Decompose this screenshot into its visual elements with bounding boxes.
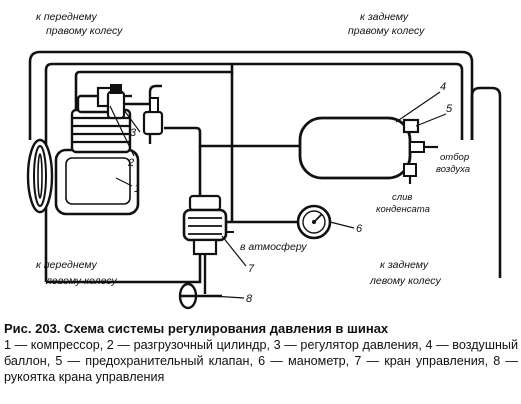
- label-rear-left-2: левому колесу: [369, 275, 441, 287]
- pipe-to-balloon: [164, 126, 300, 148]
- safety-valve: [402, 118, 420, 134]
- label-drain-1: слив: [392, 192, 412, 203]
- pipe-bottom: [46, 254, 202, 284]
- number-3: 3: [130, 127, 137, 139]
- label-front-right-1: к переднему: [36, 11, 97, 23]
- figure-caption: Рис. 203. Схема системы регулирования да…: [4, 321, 518, 385]
- label-rear-right-1: к заднему: [360, 11, 409, 23]
- pipe-network: [28, 50, 502, 284]
- leader-lines: [109, 91, 447, 299]
- number-8: 8: [246, 293, 253, 305]
- label-atmosphere: в атмосферу: [240, 241, 307, 253]
- air-balloon: [298, 116, 438, 184]
- label-rear-left-1: к заднему: [380, 259, 429, 271]
- label-air-outlet-2: воздуха: [436, 164, 470, 175]
- pipe-top-inner: [44, 62, 464, 282]
- label-rear-right-2: правому колесу: [348, 25, 425, 37]
- label-air-outlet-1: отбор: [440, 152, 469, 163]
- pipe-compressor-top: [74, 64, 234, 118]
- caption-body: 1 — компрессор, 2 — разгрузочный цилиндр…: [4, 338, 518, 384]
- tire-pressure-diagram: к переднему правому колесу к заднему пра…: [26, 11, 502, 310]
- regulator-valve: [142, 97, 164, 144]
- number-2: 2: [127, 157, 134, 169]
- number-1: 1: [134, 183, 140, 195]
- number-5: 5: [446, 103, 453, 115]
- label-front-left-2: левому колесу: [45, 275, 117, 287]
- caption-title: Рис. 203. Схема системы регулирования да…: [4, 321, 389, 336]
- label-front-left-1: к переднему: [36, 259, 97, 271]
- label-drain-2: конденсата: [376, 204, 430, 215]
- manometer: [296, 204, 332, 240]
- control-valve: [182, 194, 234, 256]
- number-4: 4: [440, 81, 446, 93]
- number-6: 6: [356, 223, 363, 235]
- label-front-right-2: правому колесу: [46, 25, 123, 37]
- pipe-top-outer: [28, 50, 474, 140]
- number-7: 7: [248, 263, 255, 275]
